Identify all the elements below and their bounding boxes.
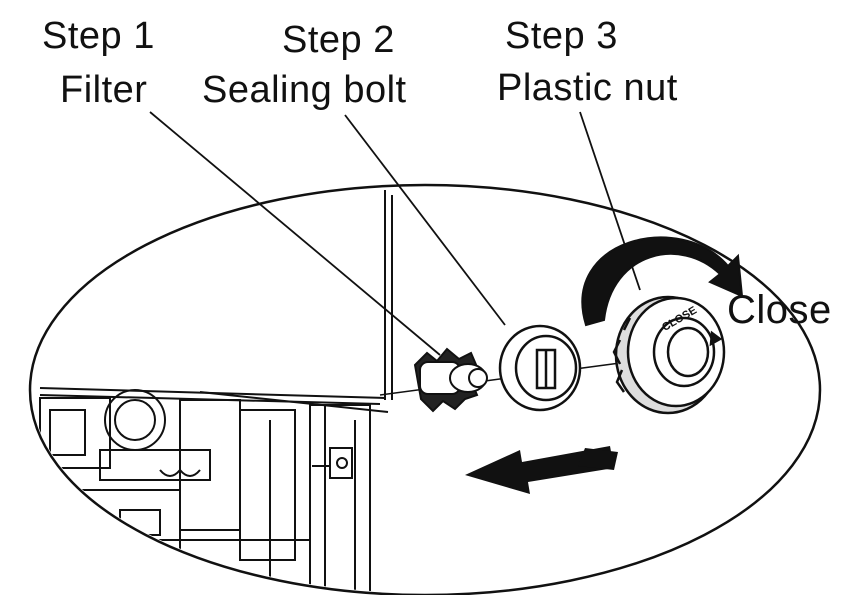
- step-1-title: Step 1: [42, 15, 155, 57]
- close-direction-label: Close: [727, 288, 832, 332]
- step-3-title: Step 3: [505, 15, 618, 57]
- step-2-name: Sealing bolt: [202, 69, 407, 111]
- step-2-title: Step 2: [282, 19, 395, 61]
- step-1-name: Filter: [60, 69, 148, 111]
- sealing-bolt-part: [498, 324, 582, 412]
- unit-housing: [39, 190, 393, 593]
- filter-part: [413, 347, 488, 413]
- step-3-name: Plastic nut: [497, 67, 678, 109]
- plastic-nut-part: CLOSE: [612, 295, 726, 415]
- insert-direction-arrow: [465, 446, 618, 494]
- rotate-close-arrow: [581, 236, 744, 327]
